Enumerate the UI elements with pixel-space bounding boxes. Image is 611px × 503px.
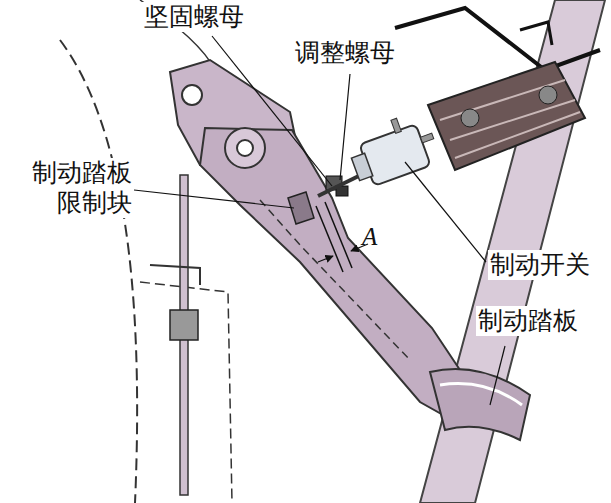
pedal-pivot [225,128,265,168]
bolt [461,109,479,127]
dimension-label: A [360,222,379,252]
bolt [539,86,557,104]
part-label: 制动开关 [488,250,592,280]
cable [520,22,552,45]
rod-nut [170,310,198,340]
part-label: 制动踏板 [476,306,580,336]
body-outline [60,40,137,503]
leader-line [490,346,505,405]
bracket-hole [182,85,202,105]
rod-bracket [150,265,200,285]
part-label: 坚固螺母 [142,2,246,32]
pipe-clamp [428,62,585,170]
support-pillar [420,0,605,503]
pad-highlight [440,384,522,405]
brake-switch [344,109,442,190]
dimension-arrow [318,256,333,262]
part-label: 制动踏板 限制块 [2,158,134,218]
dimension-line [316,206,343,272]
pedal-pad [430,369,530,440]
cable [395,8,600,70]
clamp-texture [440,80,580,158]
leader-line [134,190,294,208]
pedal-pivot [237,140,253,156]
leader-line [340,74,350,180]
part-label: 调整螺母 [293,38,397,68]
leader-line [405,162,486,262]
hidden-edge [260,200,410,360]
